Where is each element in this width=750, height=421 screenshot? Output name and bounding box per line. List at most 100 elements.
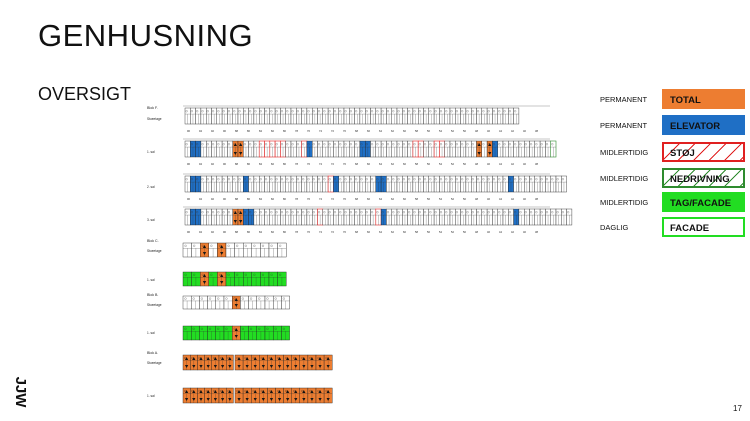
plan-fixture xyxy=(530,178,533,181)
plan-fixture xyxy=(535,211,538,214)
plan-fixture xyxy=(503,143,506,146)
plan-unit-number: 92 xyxy=(211,230,214,234)
plan-fixture xyxy=(355,211,358,214)
plan-arrow-icon xyxy=(310,357,314,368)
plan-fixture xyxy=(323,178,326,181)
plan-fixture xyxy=(192,297,195,300)
plan-unit-number: 46 xyxy=(487,230,490,234)
plan-arrow-icon xyxy=(286,390,290,401)
plan-fixture xyxy=(222,178,225,181)
plan-fixture xyxy=(424,110,427,113)
plan-fixture xyxy=(328,178,331,181)
plan-unit-number: 54 xyxy=(439,129,442,133)
plan-fixture xyxy=(296,211,299,214)
plan-fixture xyxy=(318,110,321,113)
plan-unit-number: 40 xyxy=(523,230,526,234)
plan-fixture xyxy=(492,110,496,113)
plan-fixture xyxy=(227,211,231,214)
plan-fixture xyxy=(429,211,432,214)
plan-fixture xyxy=(408,110,411,113)
plan-unit-number: 74 xyxy=(319,197,322,201)
plan-unit-number: 38 xyxy=(535,162,538,166)
plan-fixture xyxy=(236,244,239,247)
plan-arrow-icon xyxy=(261,390,265,401)
plan-fixture xyxy=(261,273,265,276)
plan-fixture xyxy=(376,110,379,113)
plan-fixture xyxy=(349,211,352,214)
plan-fixture xyxy=(200,297,203,300)
plan-fixture xyxy=(243,178,246,181)
plan-fixture xyxy=(253,273,256,276)
plan-arrow-icon xyxy=(269,357,274,368)
plan-arrow-icon xyxy=(294,390,298,401)
legend-category: PERMANENT xyxy=(600,121,648,130)
plan-fixture xyxy=(212,178,215,181)
plan-unit-number: 94 xyxy=(199,162,202,166)
plan-fixture xyxy=(477,143,480,146)
plan-unit-number: 90 xyxy=(223,129,226,133)
plan-fixture xyxy=(397,211,400,214)
plan-unit-number: 88 xyxy=(235,162,238,166)
plan-arrow-icon xyxy=(221,390,225,401)
plan-unit-number: 92 xyxy=(211,162,214,166)
plan-fixture xyxy=(252,389,255,393)
plan-fixture xyxy=(339,178,342,181)
plan-fixture xyxy=(259,178,262,181)
plan-fixture xyxy=(274,327,277,330)
plan-fixture xyxy=(286,211,289,214)
plan-arrow-icon xyxy=(277,390,282,401)
plan-arrow-icon xyxy=(253,357,257,368)
plan-fixture xyxy=(185,211,188,214)
plan-fixture xyxy=(209,297,212,300)
plan-fixture xyxy=(466,178,469,181)
plan-unit-number: 58 xyxy=(415,230,418,234)
plan-unit-number: 50 xyxy=(463,162,466,166)
plan-fixture xyxy=(184,297,187,300)
plan-unit-number: 86 xyxy=(247,162,250,166)
plan-unit-number: 54 xyxy=(439,162,442,166)
plan-unit-number: 80 xyxy=(283,162,286,166)
plan-unit-number: 70 xyxy=(343,230,346,234)
plan-unit-number: 66 xyxy=(367,129,370,133)
plan-fixture xyxy=(265,110,268,113)
plan-unit-number: 76 xyxy=(307,162,310,166)
plan-fixture xyxy=(238,178,241,181)
plan-fixture xyxy=(227,244,230,247)
plan-fixture xyxy=(461,211,464,214)
plan-unit-number: 42 xyxy=(511,162,514,166)
plan-fixture xyxy=(205,389,208,393)
plan-fixture xyxy=(365,211,368,214)
plan-fixture xyxy=(217,178,220,181)
plan-fixture xyxy=(212,356,215,360)
floor-label: 3. sal xyxy=(147,218,155,222)
plan-arrow-icon xyxy=(239,143,243,155)
plan-fixture xyxy=(270,110,273,113)
plan-unit-number: 82 xyxy=(271,197,274,201)
plan-fixture xyxy=(392,211,395,214)
plan-unit-number: 40 xyxy=(523,129,526,133)
plan-fixture xyxy=(545,211,549,214)
plan-fixture xyxy=(198,356,201,360)
plan-fixture xyxy=(201,211,204,214)
plan-unit-number: 88 xyxy=(235,230,238,234)
plan-fixture xyxy=(222,110,225,113)
plan-fixture xyxy=(530,211,533,214)
plan-unit-number: 84 xyxy=(259,162,262,166)
plan-fixture xyxy=(274,297,277,300)
plan-arrow-icon xyxy=(245,390,249,401)
plan-fixture xyxy=(503,178,506,181)
plan-fixture xyxy=(220,356,223,360)
legend-category: MIDLERTIDIG xyxy=(600,148,649,157)
plan-fixture xyxy=(190,143,193,146)
plan-fixture xyxy=(328,211,331,214)
plan-fixture xyxy=(244,389,247,393)
plan-arrow-icon xyxy=(326,390,330,401)
plan-fixture xyxy=(376,211,379,214)
plan-fixture xyxy=(238,143,241,146)
plan-unit-number: 58 xyxy=(415,197,418,201)
plan-fixture xyxy=(349,143,352,146)
plan-arrow-icon xyxy=(220,245,224,255)
plan-fixture xyxy=(445,211,448,214)
plan-fixture xyxy=(206,143,209,146)
plan-fixture xyxy=(355,143,358,146)
